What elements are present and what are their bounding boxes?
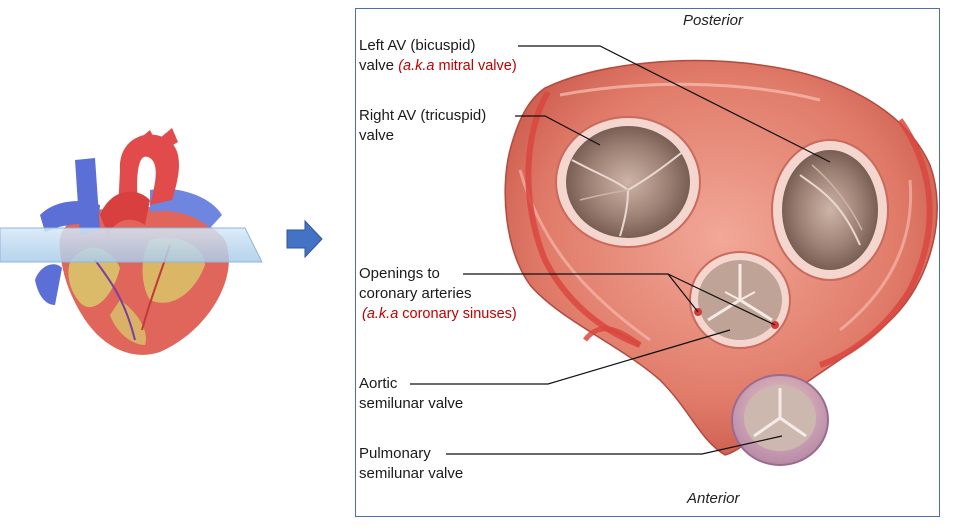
label-pulmonary-line1: Pulmonary xyxy=(359,445,431,462)
anterior-label: Anterior xyxy=(687,490,740,507)
label-coronary-aka: (a.k.a coronary sinuses) xyxy=(359,304,517,324)
aka-prefix: (a.k.a xyxy=(362,306,399,322)
leader-line-left-av xyxy=(518,45,831,163)
valve-cross-section xyxy=(504,59,938,466)
label-right-av: Right AV (tricuspid) valve xyxy=(359,106,486,146)
label-left-av-aka: (a.k.a mitral valve) xyxy=(398,58,516,74)
label-coronary-line2: coronary arteries xyxy=(359,285,472,302)
leader-lines xyxy=(410,45,831,455)
valve-panel-frame xyxy=(355,8,940,517)
aka-rest: mitral valve) xyxy=(434,58,517,74)
leader-line-right-av xyxy=(515,115,601,146)
label-aortic: Aortic semilunar valve xyxy=(359,374,463,414)
label-left-av-line1: Left AV (bicuspid) xyxy=(359,37,476,54)
label-pulmonary: Pulmonary semilunar valve xyxy=(359,444,463,484)
label-aortic-line1: Aortic xyxy=(359,375,398,392)
label-left-av-valve: valve xyxy=(359,57,395,74)
label-coronary-line1: Openings to xyxy=(359,265,440,282)
label-right-av-line2: valve xyxy=(359,127,395,144)
label-left-av: Left AV (bicuspid) valve (a.k.a mitral v… xyxy=(359,36,517,76)
label-aortic-line2: semilunar valve xyxy=(359,395,464,412)
aka-rest: coronary sinuses) xyxy=(398,306,517,322)
label-left-av-line2: valve (a.k.a mitral valve) xyxy=(359,56,517,76)
aka-prefix: (a.k.a xyxy=(398,58,435,74)
heart-illustration xyxy=(0,128,263,355)
label-right-av-line1: Right AV (tricuspid) xyxy=(359,107,487,124)
label-pulmonary-line2: semilunar valve xyxy=(359,465,464,482)
leader-line-pulmonary xyxy=(446,435,783,455)
right-arrow-icon xyxy=(286,219,323,259)
label-coronary-openings: Openings to coronary arteries (a.k.a cor… xyxy=(359,264,517,324)
posterior-label: Posterior xyxy=(683,12,744,29)
leader-line-aortic xyxy=(410,329,731,385)
leader-line-coronary-b xyxy=(667,273,776,326)
